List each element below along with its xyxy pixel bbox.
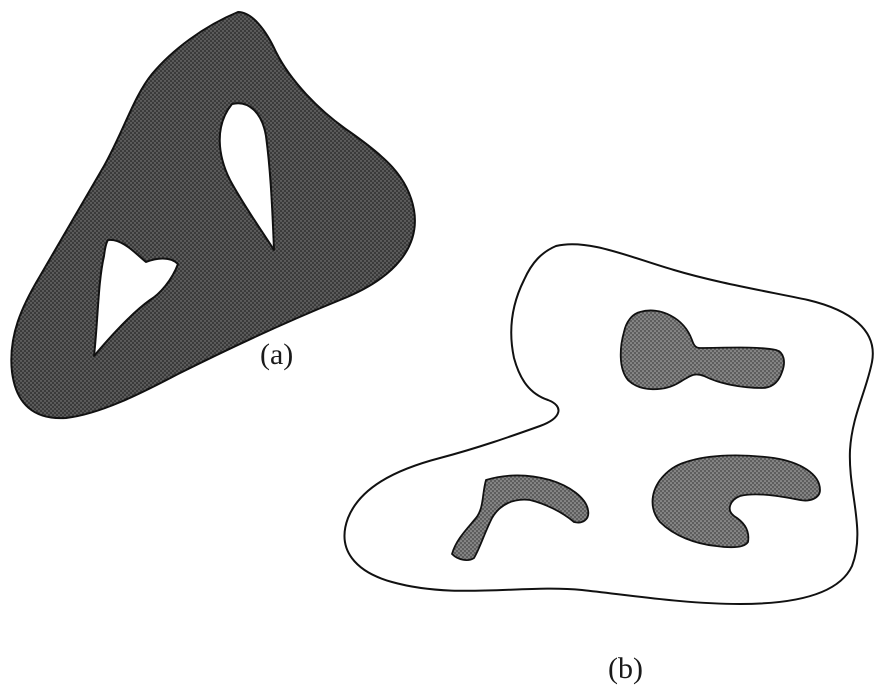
region-b-outline	[345, 244, 873, 604]
label-a: (a)	[260, 338, 293, 371]
region-a-shape	[11, 12, 415, 418]
region-a: (a)	[11, 12, 415, 418]
region-b: (b)	[345, 244, 873, 685]
label-b: (b)	[608, 652, 643, 685]
